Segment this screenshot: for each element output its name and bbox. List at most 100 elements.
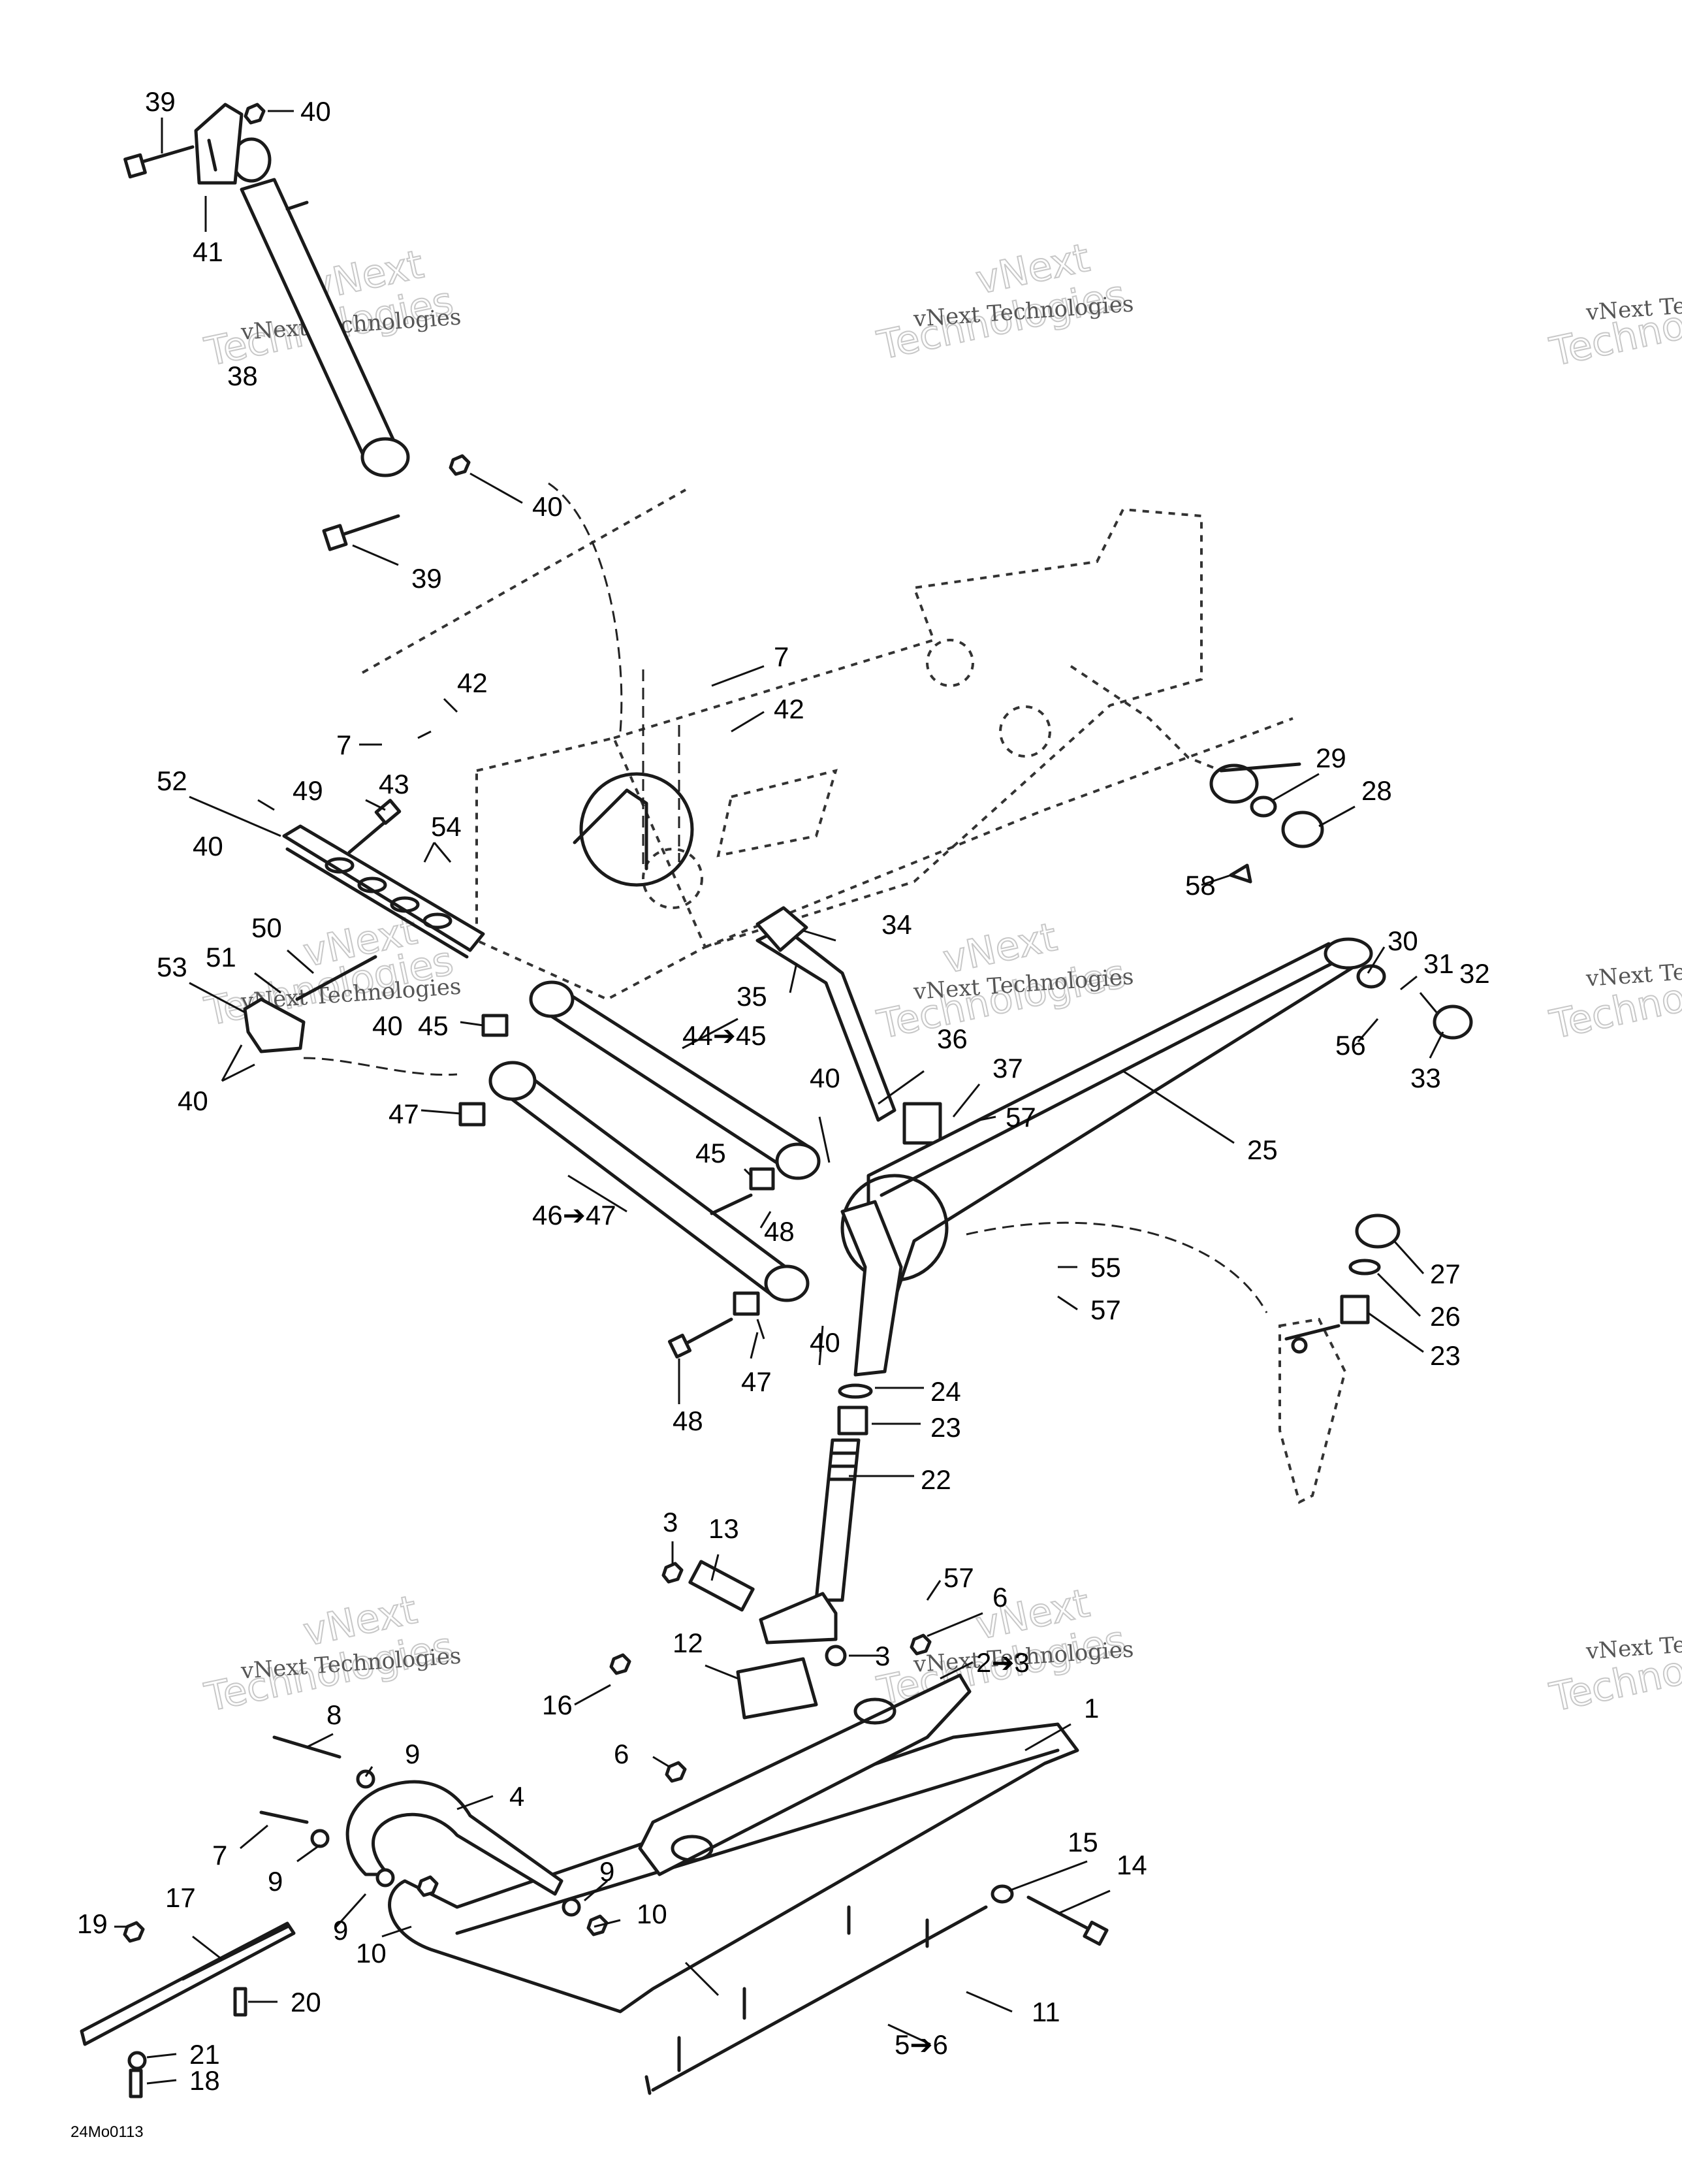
studs-11: [677, 1905, 929, 2072]
callout-15: 15: [1068, 1827, 1098, 1857]
drawing-code: 24Mo0113: [71, 2123, 144, 2141]
callout-48: 48: [764, 1216, 795, 1247]
ski-leg-plate: [638, 1673, 972, 1876]
lower-bracket-53: [243, 997, 306, 1053]
callout-1: 1: [1084, 1693, 1099, 1724]
washer-26: [1348, 1259, 1381, 1276]
callout-21: 21: [189, 2039, 220, 2070]
callout-42: 42: [774, 694, 804, 724]
callout-40: 40: [193, 831, 223, 861]
callout-14: 14: [1117, 1850, 1147, 1880]
callout-41: 41: [193, 236, 223, 267]
callout-38: 38: [227, 361, 258, 391]
upper-bracket-52: [282, 824, 485, 959]
handle-4: [345, 1780, 563, 1896]
callout-33: 33: [1410, 1063, 1441, 1093]
callout-25: 25: [1247, 1134, 1278, 1165]
callout-23: 23: [1430, 1340, 1461, 1371]
steering-plate-34: [755, 906, 808, 952]
bolt-50: [295, 955, 377, 1001]
washer-15: [991, 1884, 1014, 1904]
callout-labels: 39 40 41 38 40 39 7 42 42 7 43 52 49 54 …: [77, 86, 1490, 2096]
svg-text:vNext Technologies: vNext Technologies: [1585, 1624, 1682, 1665]
callout-57: 57: [1090, 1294, 1121, 1325]
callout-3: 3: [663, 1507, 678, 1537]
bolt-48-lower: [667, 1317, 733, 1359]
callout-37: 37: [992, 1053, 1023, 1084]
callout-10: 10: [356, 1938, 387, 1968]
spindle-hub: [1209, 762, 1301, 804]
detail-callout-arc: [966, 1221, 1268, 1313]
callout-19: 19: [77, 1908, 108, 1939]
callout-52: 52: [157, 765, 187, 796]
svg-text:Technologies: Technologies: [1546, 278, 1682, 376]
washer-30: [1356, 964, 1386, 989]
spindle-base: [759, 1592, 838, 1645]
watermark: Technologies vNext Technologies: [1546, 278, 1682, 376]
watermark: Technologies vNext vNext Technologies: [873, 914, 1135, 1049]
small-fasteners: [127, 1645, 847, 2098]
frame-detail-circle: [573, 772, 694, 887]
callout-10: 10: [637, 1899, 667, 1929]
callout-42: 42: [457, 667, 488, 698]
callout-7: 7: [336, 730, 351, 760]
callout-9: 9: [599, 1856, 614, 1887]
callout-44-45: 44➔45: [682, 1020, 767, 1051]
pivot-shaft-13: [688, 1560, 755, 1612]
callout-35: 35: [737, 981, 767, 1012]
bushing-47-lower: [733, 1291, 760, 1316]
callout-23: 23: [930, 1412, 961, 1443]
callout-51: 51: [206, 942, 236, 972]
callout-50: 50: [251, 912, 282, 943]
callout-27: 27: [1430, 1259, 1461, 1289]
callout-16: 16: [542, 1690, 573, 1720]
callout-22: 22: [921, 1464, 951, 1495]
bolt-48-upper: [710, 1193, 753, 1215]
callout-3: 3: [875, 1641, 890, 1671]
leader-lines: [114, 110, 1444, 2085]
callout-47: 47: [389, 1099, 419, 1129]
callout-2-3: 2➔3: [976, 1647, 1030, 1678]
callout-4: 4: [509, 1781, 524, 1812]
callout-31: 31: [1423, 948, 1454, 979]
spindle-22: [814, 1438, 861, 1602]
callout-29: 29: [1316, 743, 1346, 773]
callout-13: 13: [708, 1513, 739, 1544]
callout-49: 49: [293, 775, 323, 806]
ski-1: [388, 1722, 1079, 2014]
cap-33: [1433, 1004, 1473, 1040]
watermark: Technologies vNext vNext Technologies: [873, 234, 1135, 370]
bushing-45-lower: [749, 1167, 775, 1191]
callout-39: 39: [411, 563, 442, 594]
bolt-7-ski: [259, 1810, 309, 1824]
callout-9: 9: [268, 1866, 283, 1897]
callout-43: 43: [379, 769, 409, 799]
bolt-49: [347, 799, 402, 854]
callout-7: 7: [774, 641, 789, 672]
callout-58: 58: [1185, 870, 1216, 901]
callout-40: 40: [372, 1010, 403, 1041]
callout-5-6: 5➔6: [895, 2029, 948, 2060]
callout-17: 17: [165, 1882, 196, 1913]
bushing-45-upper: [481, 1014, 509, 1037]
callout-26: 26: [1430, 1301, 1461, 1332]
callout-48: 48: [673, 1405, 703, 1436]
carbide-17: [80, 1921, 296, 2046]
callout-56: 56: [1335, 1030, 1366, 1061]
svg-text:vNext Technologies: vNext Technologies: [1585, 285, 1682, 327]
callout-45: 45: [695, 1138, 726, 1168]
callout-9: 9: [333, 1915, 348, 1946]
callout-34: 34: [881, 909, 912, 940]
nut-40-upper: [244, 103, 266, 125]
link-rod-46: [488, 1061, 810, 1302]
callout-6: 6: [614, 1739, 629, 1769]
watermark: Technologies vNext Technologies: [1546, 950, 1682, 1049]
callout-47: 47: [741, 1366, 772, 1397]
ski-leg-12: [736, 1657, 818, 1720]
shock-absorber: [231, 137, 410, 477]
callout-24: 24: [930, 1376, 961, 1407]
callout-45: 45: [418, 1010, 449, 1041]
spindle-knuckle: [840, 1200, 903, 1377]
callout-20: 20: [291, 1987, 321, 2017]
